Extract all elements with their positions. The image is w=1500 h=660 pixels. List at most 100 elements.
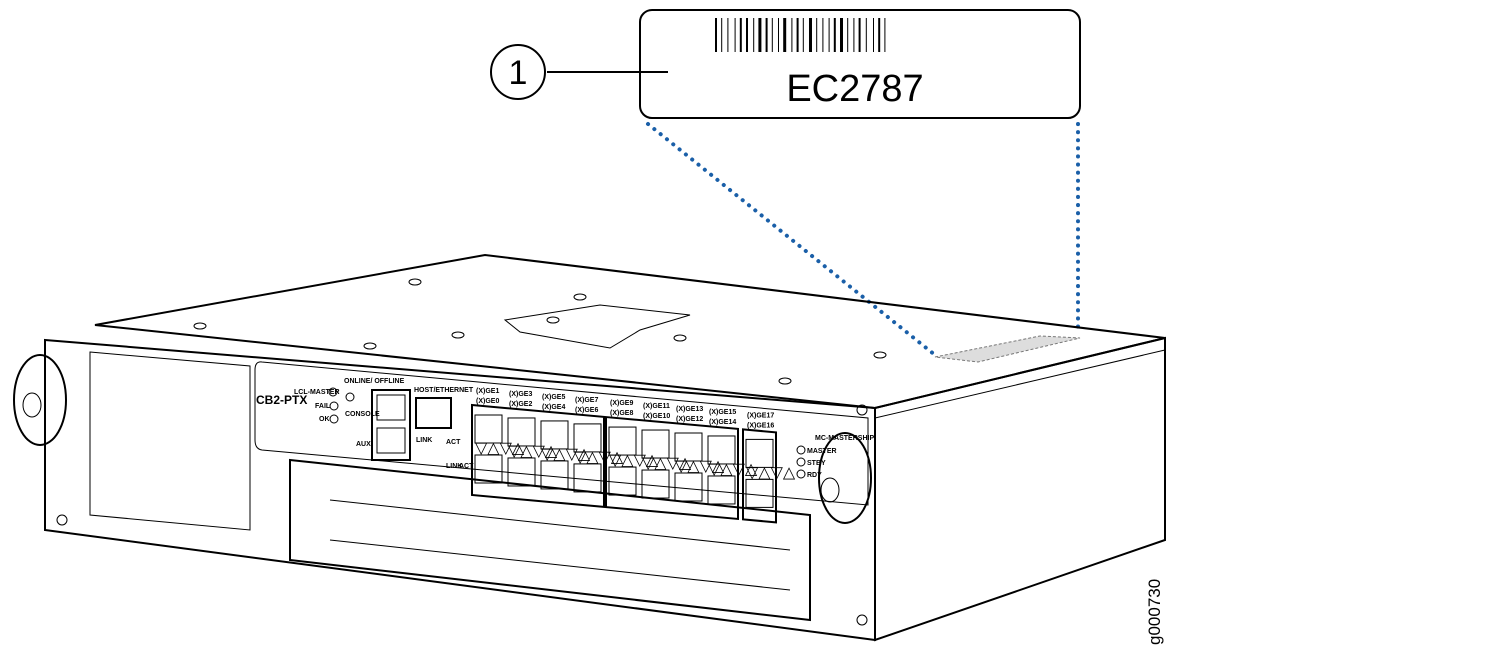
sfp-port[interactable] (745, 478, 774, 508)
barcode-bar (853, 18, 855, 52)
sfp-port[interactable] (507, 417, 536, 447)
sfp-port[interactable] (608, 466, 637, 496)
online-offline-button[interactable] (345, 392, 355, 402)
port-led-icons: ▽△▽△ (675, 458, 725, 475)
port-label: (X)GE6 (575, 407, 598, 414)
callout-number: 1 (509, 54, 528, 92)
mc-led-icon (796, 469, 806, 479)
host-ethernet-label: HOST/ETHERNET (414, 387, 474, 394)
barcode-bar (796, 18, 799, 52)
chassis-front (44, 338, 876, 642)
barcode-bar (778, 18, 779, 52)
port-label: (X)GE7 (575, 397, 598, 404)
port-led-icons: ▽△▽△ (642, 455, 692, 472)
barcode (715, 18, 886, 52)
barcode-bar (847, 18, 849, 52)
barcode-bar (816, 18, 818, 52)
chassis-side (874, 336, 1166, 642)
sfp-port[interactable] (507, 457, 536, 487)
sfp-port[interactable] (474, 414, 503, 444)
led-fail-icon (329, 401, 339, 411)
mc-led-icon (796, 445, 806, 455)
barcode-bar (809, 18, 812, 52)
aux-label: AUX (356, 441, 371, 448)
mc-led-icon (796, 457, 806, 467)
sfp-port[interactable] (573, 463, 602, 493)
barcode-bar (715, 18, 717, 52)
port-label: (X)GE8 (610, 410, 633, 417)
sfp-port[interactable] (674, 472, 703, 502)
right-handle[interactable] (818, 432, 872, 524)
barcode-bar (727, 18, 729, 52)
mc-led-label: STBY (807, 460, 826, 467)
online-offline-label: ONLINE/ OFFLINE (344, 378, 405, 385)
mc-mastership-label: MC-MASTERSHIP (815, 435, 874, 442)
console-label: CONSOLE (345, 411, 380, 418)
port-led-icons: ▽△▽△ (541, 446, 591, 463)
host-ethernet-port[interactable] (415, 397, 452, 429)
aux-port[interactable] (376, 427, 406, 454)
port-label: (X)GE14 (709, 419, 736, 426)
sfp-cage (605, 415, 739, 521)
led-label-fail: FAIL (315, 403, 331, 410)
barcode-bar (878, 18, 881, 52)
sfp-port[interactable] (573, 423, 602, 453)
barcode-bar (734, 18, 736, 52)
sfp-cage (742, 428, 777, 524)
barcode-bar (791, 18, 793, 52)
led-lcl-master-icon (328, 387, 338, 397)
top-handle-plate (503, 304, 691, 349)
port-label: (X)GE4 (542, 404, 565, 411)
sfp-port[interactable] (707, 435, 736, 465)
barcode-bar (840, 18, 843, 52)
serial-label: EC2787 (639, 9, 1081, 119)
sfp-cage (471, 403, 605, 508)
sfp-port[interactable] (641, 429, 670, 459)
dotted-leader-left (646, 122, 937, 357)
sfp-port[interactable] (540, 460, 569, 490)
barcode-bar (828, 18, 830, 52)
host-link-label: LINK (416, 437, 432, 444)
sfp-port[interactable] (674, 432, 703, 462)
port-label: (X)GE15 (709, 409, 736, 416)
mc-led-label: RDY (807, 472, 822, 479)
barcode-bar (758, 18, 762, 52)
barcode-bar (865, 18, 867, 52)
port-label: (X)GE2 (509, 401, 532, 408)
barcode-bar (858, 18, 861, 52)
sfp-port[interactable] (707, 475, 736, 505)
sfp-port[interactable] (540, 420, 569, 450)
port-label: (X)GE3 (509, 391, 532, 398)
sfp-port[interactable] (641, 469, 670, 499)
console-port[interactable] (376, 394, 406, 421)
barcode-bar (771, 18, 773, 52)
sfp-port[interactable] (745, 438, 774, 468)
port-label: (X)GE9 (610, 400, 633, 407)
left-handle[interactable] (13, 354, 67, 446)
barcode-bar (873, 18, 874, 52)
link-label: LINK (446, 463, 462, 470)
serial-label-box (639, 9, 1081, 119)
label-location (934, 335, 1081, 363)
serial-number: EC2787 (786, 68, 923, 110)
port-label: (X)GE1 (476, 388, 499, 395)
port-label: (X)GE5 (542, 394, 565, 401)
callout: 1 (490, 44, 668, 100)
led-label-lcl-master: LCL-MASTER (294, 389, 340, 396)
led-label-ok: OK (319, 416, 330, 423)
port-label: (X)GE11 (643, 403, 670, 410)
barcode-bar (822, 18, 824, 52)
barcode-bar (765, 18, 768, 52)
sfp-port[interactable] (474, 454, 503, 484)
model-label: CB2-PTX (256, 393, 307, 407)
host-act-label: ACT (446, 439, 461, 446)
card-slot (289, 458, 811, 622)
act-label: ACT (459, 463, 474, 470)
callout-circle (490, 44, 546, 100)
led-ok-icon (329, 414, 339, 424)
barcode-bar (802, 18, 804, 52)
port-label: (X)GE16 (747, 422, 774, 429)
panel-labels: CB2-PTX LCL-MASTER FAIL OK ONLINE/ OFFLI… (256, 378, 874, 524)
sfp-port[interactable] (608, 426, 637, 456)
